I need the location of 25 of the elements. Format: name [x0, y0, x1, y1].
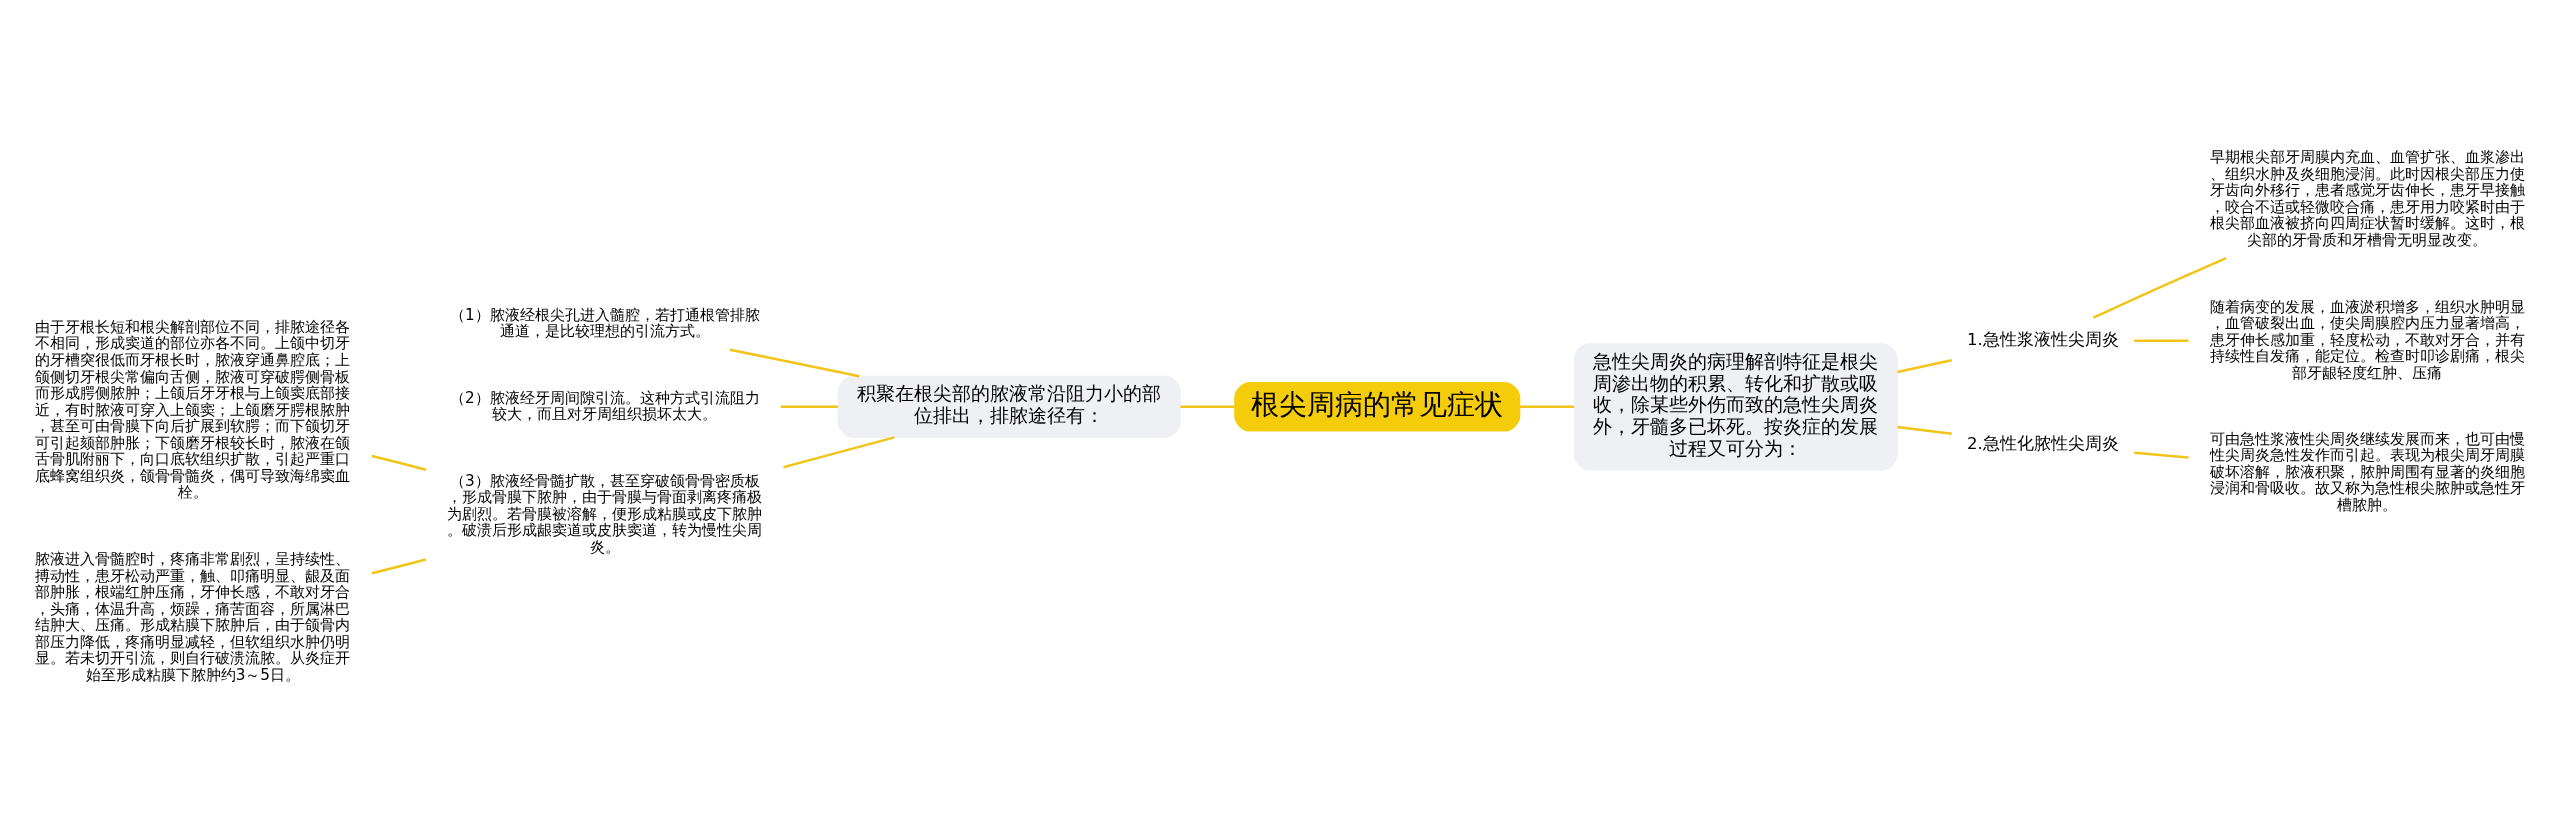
node-text: 早期根尖部牙周膜内充血、血管扩张、血浆渗出、组织水肿及炎细胞浸润。此时因根尖部压力使牙齿向外移行，患者感觉牙齿伸长，患牙早接触，咬合不适或轻微咬合痛，患牙用力咬紧时由于根尖部血液被挤向四周症状暂时缓解。这时，根尖部的牙骨质和牙槽骨无明显改变。 [2209, 147, 2525, 249]
node-text: 由于牙根长短和根尖解剖部位不同，排脓途径各不相同，形成窦道的部位亦各不同。上颌中切牙的牙槽突很低而牙根长时，脓液穿通鼻腔底；上颌侧切牙根尖常偏向舌侧，脓液可穿破腭侧骨板而形成腭侧脓肿；上颌后牙牙根与上颌窦底部接近，有时脓液可穿入上颌窦；上颌磨牙腭根脓肿，甚至可由骨膜下向后扩展到软腭；而下颌切牙可引起颏部肿胀；下颌磨牙根较长时，脓液在颌舌骨肌附丽下，向口底软组织扩散，引起严重口底蜂窝组织炎，颌骨骨髓炎，偶可导致海绵窦血栓。 [35, 317, 351, 501]
connector [783, 435, 895, 468]
node-text: 2.急性化脓性尖周炎 [1967, 433, 2119, 453]
connector [1519, 405, 1575, 408]
node-text: 随着病变的发展，血液淤积增多，组织水肿明显，血管破裂出血，使尖周膜腔内压力显著增高，患牙伸长感加重，轻度松动，不敢对牙合，并有持续性自发痛，能定位。检查时叩诊剧痛，根尖部牙龈轻度红肿、压痛 [2209, 297, 2525, 382]
connector [1897, 358, 1952, 373]
node-box: 积聚在根尖部的脓液常沿阻力小的部位排出，排脓途径有： [837, 375, 1181, 438]
node-text: 1.急性浆液性尖周炎 [1967, 329, 2119, 349]
connector [780, 405, 839, 408]
node-box: 急性尖周炎的病理解剖特征是根尖周渗出物的积累、转化和扩散或吸收，除某些外伤而致的急性尖周炎外，牙髓多已坏死。按炎症的发展过程又可分为： [1573, 342, 1898, 470]
connector [1180, 405, 1235, 408]
node-box: 根尖周病的常见症状 [1234, 381, 1521, 432]
connector [729, 347, 860, 378]
connector [2134, 338, 2189, 342]
node-text: （2）脓液经牙周间隙引流。这种方式引流阻力较大，而且对牙周组织损坏太大。 [449, 388, 760, 423]
node-text: （3）脓液经骨髓扩散，甚至穿破颌骨骨密质板，形成骨膜下脓肿，由于骨膜与骨面剥离疼痛极为剧烈。若骨膜被溶解，便形成粘膜或皮下脓肿。破溃后形成龈窦道或皮肤窦道，转为慢性尖周炎。 [447, 471, 763, 556]
node-text: 脓液进入骨髓腔时，疼痛非常剧烈，呈持续性、搏动性，患牙松动严重，触、叩痛明显、龈及面部肿胀，根端红肿压痛，牙伸长感，不敢对牙合，头痛，体温升高，烦躁，痛苦面容，所属淋巴结肿大、压痛。形成粘膜下脓肿后，由于颌骨内部压力降低，疼痛明显减轻，但软组织水肿仍明显。若未切开引流，则自行破溃流脓。从炎症开始至形成粘膜下脓肿约3～5日。 [35, 549, 351, 684]
connector [1897, 425, 1952, 435]
connector [371, 454, 427, 471]
node-text: （1）脓液经根尖孔进入髓腔，若打通根管排脓通道，是比较理想的引流方式。 [449, 305, 760, 340]
connector [2134, 451, 2189, 459]
connector [371, 557, 427, 574]
node-text: 可由急性浆液性尖周炎继续发展而来，也可由慢性尖周炎急性发作而引起。表现为根尖周牙周膜破坏溶解，脓液积聚，脓肿周围有显著的炎细胞浸润和骨吸收。故又称为急性根尖脓肿或急性牙槽脓肿。 [2209, 429, 2525, 514]
connector [2092, 256, 2227, 319]
